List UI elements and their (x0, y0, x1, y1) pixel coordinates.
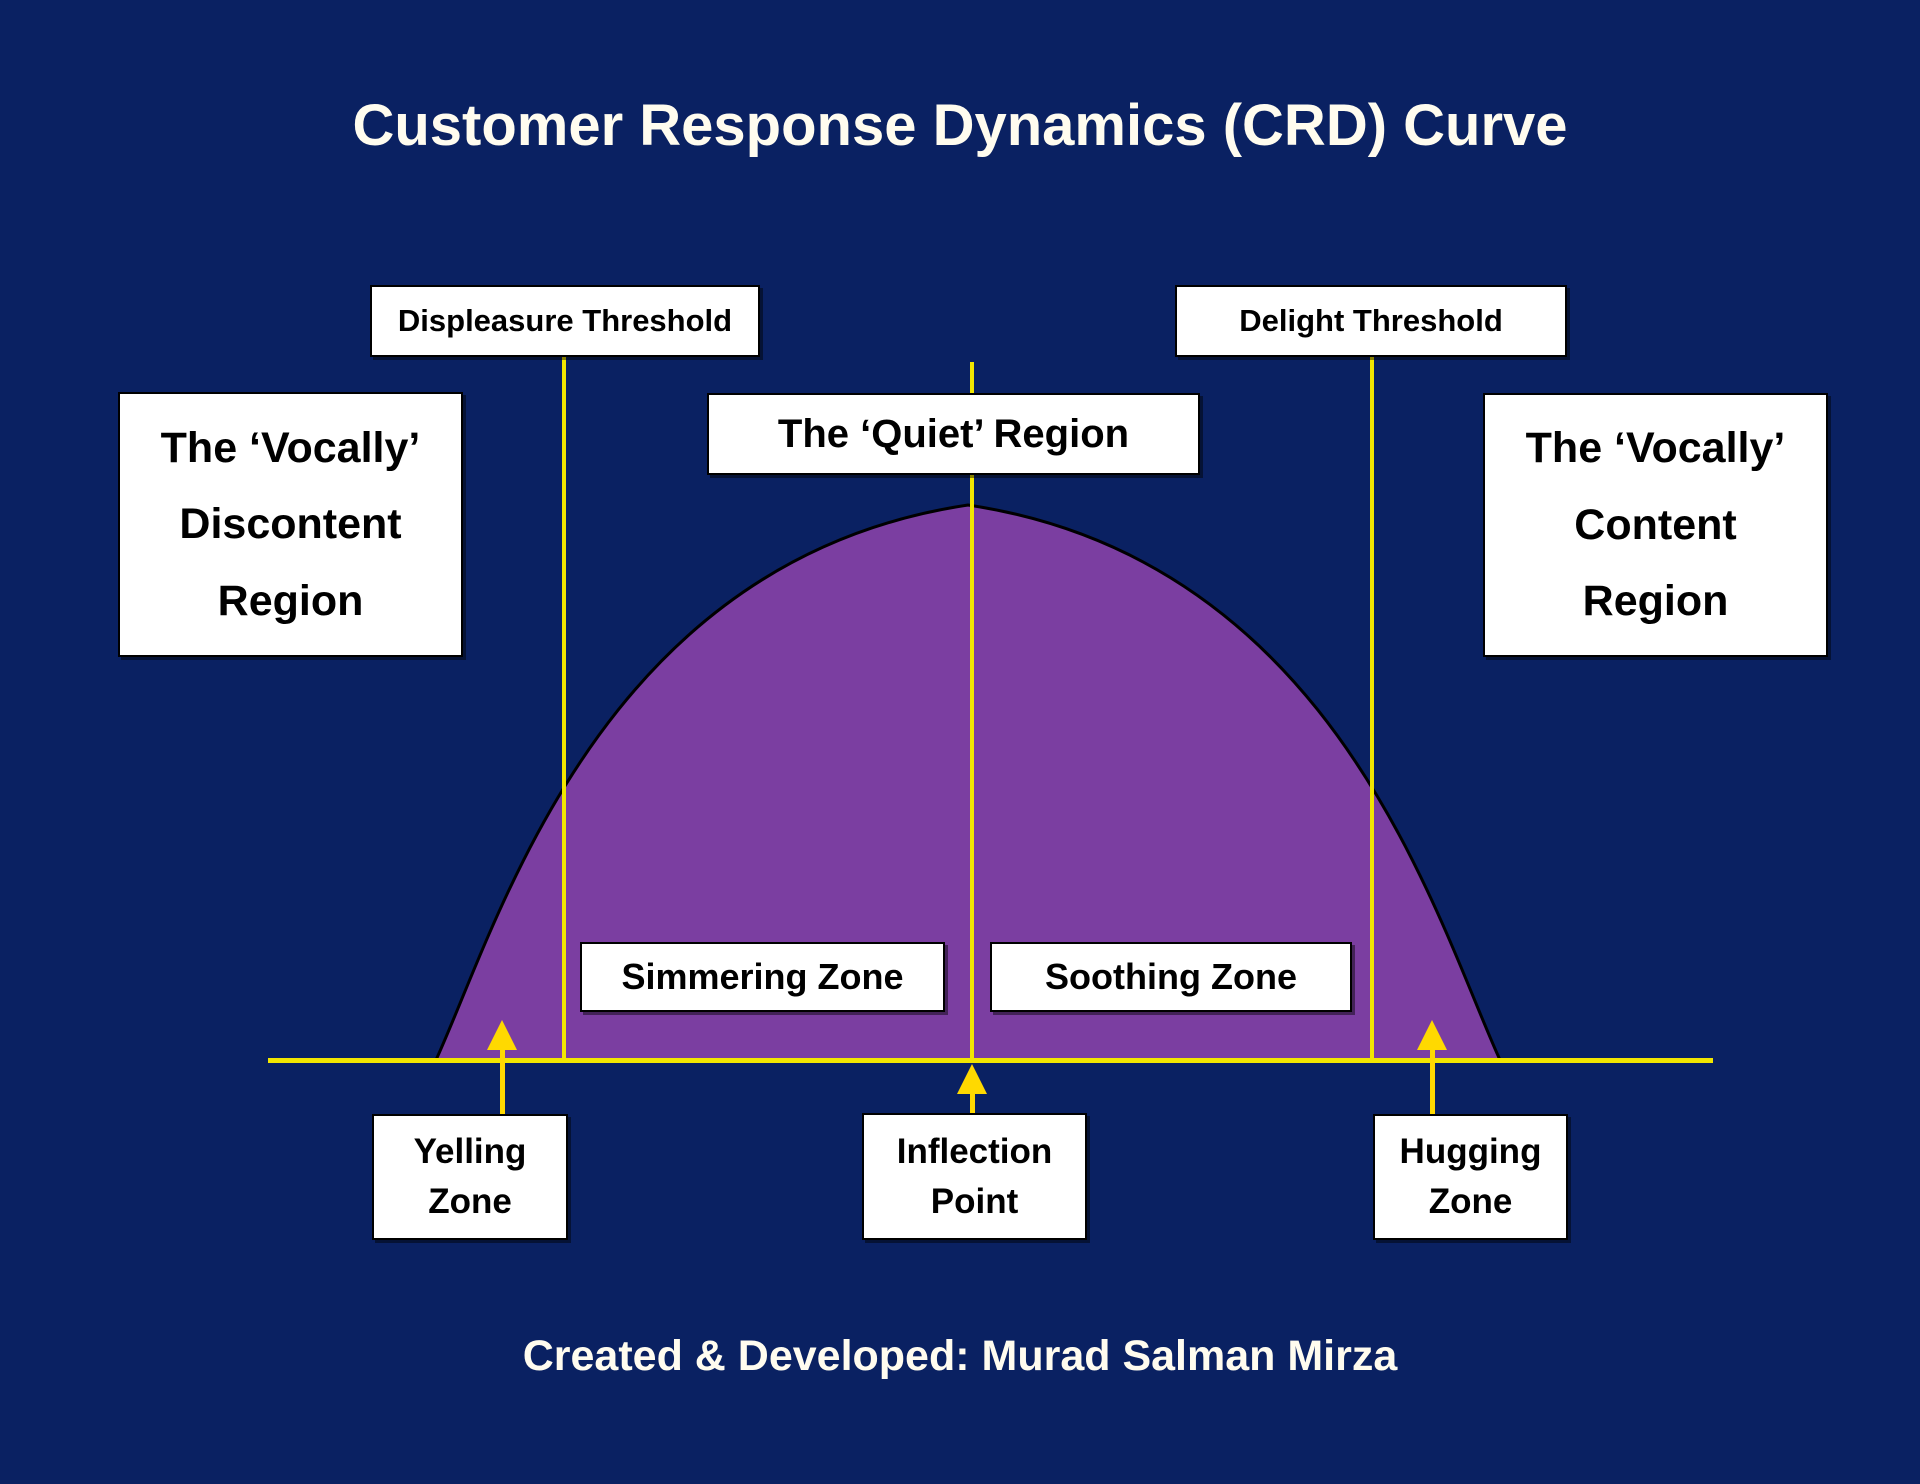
vocally-discontent-region-label: The ‘Vocally’ Discontent Region (118, 392, 463, 657)
displeasure-threshold-label: Displeasure Threshold (370, 285, 760, 357)
delight-threshold-line (1370, 356, 1374, 1060)
inflection-arrow-head (957, 1064, 987, 1094)
simmering-zone-label: Simmering Zone (580, 942, 945, 1012)
delight-threshold-label: Delight Threshold (1175, 285, 1567, 357)
page-title: Customer Response Dynamics (CRD) Curve (352, 93, 1568, 158)
discontent-line-1: The ‘Vocally’ (160, 423, 421, 472)
content-line-1: The ‘Vocally’ (1525, 424, 1786, 473)
inflection-point-label: Inflection Point (862, 1113, 1087, 1240)
inflection-center-line (970, 362, 974, 1060)
credit-text: Created & Developed: Murad Salman Mirza (522, 1332, 1398, 1380)
vocally-content-region-label: The ‘Vocally’ Content Region (1483, 393, 1828, 657)
horizontal-axis-line (268, 1058, 1713, 1063)
inflection-line-1: Inflection (896, 1131, 1053, 1171)
content-line-3: Region (1582, 577, 1729, 626)
inflection-arrow-shaft (970, 1090, 975, 1114)
discontent-line-3: Region (217, 576, 364, 625)
displeasure-threshold-text: Displeasure Threshold (397, 303, 733, 338)
yelling-line-1: Yelling (413, 1132, 527, 1172)
soothing-zone-label: Soothing Zone (990, 942, 1352, 1012)
yelling-line-2: Zone (428, 1182, 512, 1221)
hugging-arrow-shaft (1430, 1046, 1435, 1114)
hugging-line-2: Zone (1428, 1182, 1513, 1221)
simmering-zone-text: Simmering Zone (621, 956, 904, 997)
yelling-arrow-shaft (500, 1046, 505, 1114)
bell-curve-shape (433, 503, 1503, 1062)
quiet-region-text: The ‘Quiet’ Region (777, 411, 1130, 456)
delight-threshold-text: Delight Threshold (1239, 303, 1503, 338)
discontent-line-2: Discontent (179, 500, 402, 549)
yelling-zone-label: Yelling Zone (372, 1114, 568, 1240)
hugging-arrow-head (1417, 1020, 1447, 1050)
content-line-2: Content (1574, 500, 1737, 549)
soothing-zone-text: Soothing Zone (1045, 956, 1297, 997)
inflection-line-2: Point (930, 1181, 1019, 1221)
quiet-region-label: The ‘Quiet’ Region (707, 393, 1200, 475)
yelling-arrow-head (487, 1020, 517, 1050)
hugging-line-1: Hugging (1399, 1132, 1542, 1172)
hugging-zone-label: Hugging Zone (1373, 1114, 1568, 1240)
displeasure-threshold-line (562, 356, 566, 1060)
